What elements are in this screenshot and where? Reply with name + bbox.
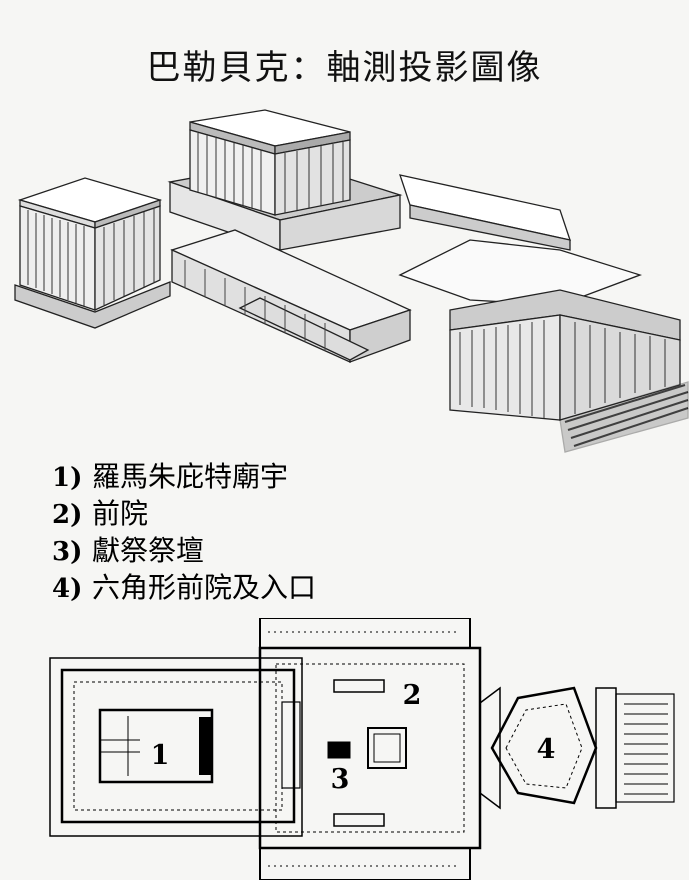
plan-label-altar: 3: [331, 764, 350, 795]
legend-number: 3): [52, 537, 83, 567]
temple-plan: [49, 657, 303, 837]
plan-label-temple: 1: [151, 740, 170, 771]
plan-label-hexagonal-court: 4: [537, 734, 556, 765]
legend-number: 2): [52, 500, 83, 530]
diagram-title: 巴勒貝克：軸測投影圖像: [146, 48, 543, 88]
floor-plan: 1 2 3 4: [49, 618, 675, 880]
legend-number: 1): [52, 463, 83, 493]
forecourt-drawing: [170, 174, 571, 364]
large-temple-drawing: [167, 109, 403, 251]
plan-label-forecourt: 2: [403, 680, 422, 711]
propylaea-drawing: [398, 239, 689, 453]
axonometric-drawing: [14, 109, 689, 453]
legend-label: 羅馬朱庇特廟宇: [92, 460, 289, 493]
hexagonal-court-plan: [479, 686, 675, 810]
legend-item: 2) 前院: [52, 495, 316, 532]
legend-item: 3) 獻祭祭壇: [52, 532, 316, 569]
legend: 1) 羅馬朱庇特廟宇 2) 前院 3) 獻祭祭壇 4) 六角形前院及入口: [52, 458, 316, 606]
small-temple-drawing: [14, 177, 171, 329]
legend-label: 獻祭祭壇: [92, 534, 205, 567]
legend-item: 4) 六角形前院及入口: [52, 569, 316, 606]
legend-label: 六角形前院及入口: [92, 571, 317, 604]
legend-label: 前院: [92, 497, 149, 530]
legend-number: 4): [52, 574, 83, 604]
legend-item: 1) 羅馬朱庇特廟宇: [52, 458, 316, 495]
